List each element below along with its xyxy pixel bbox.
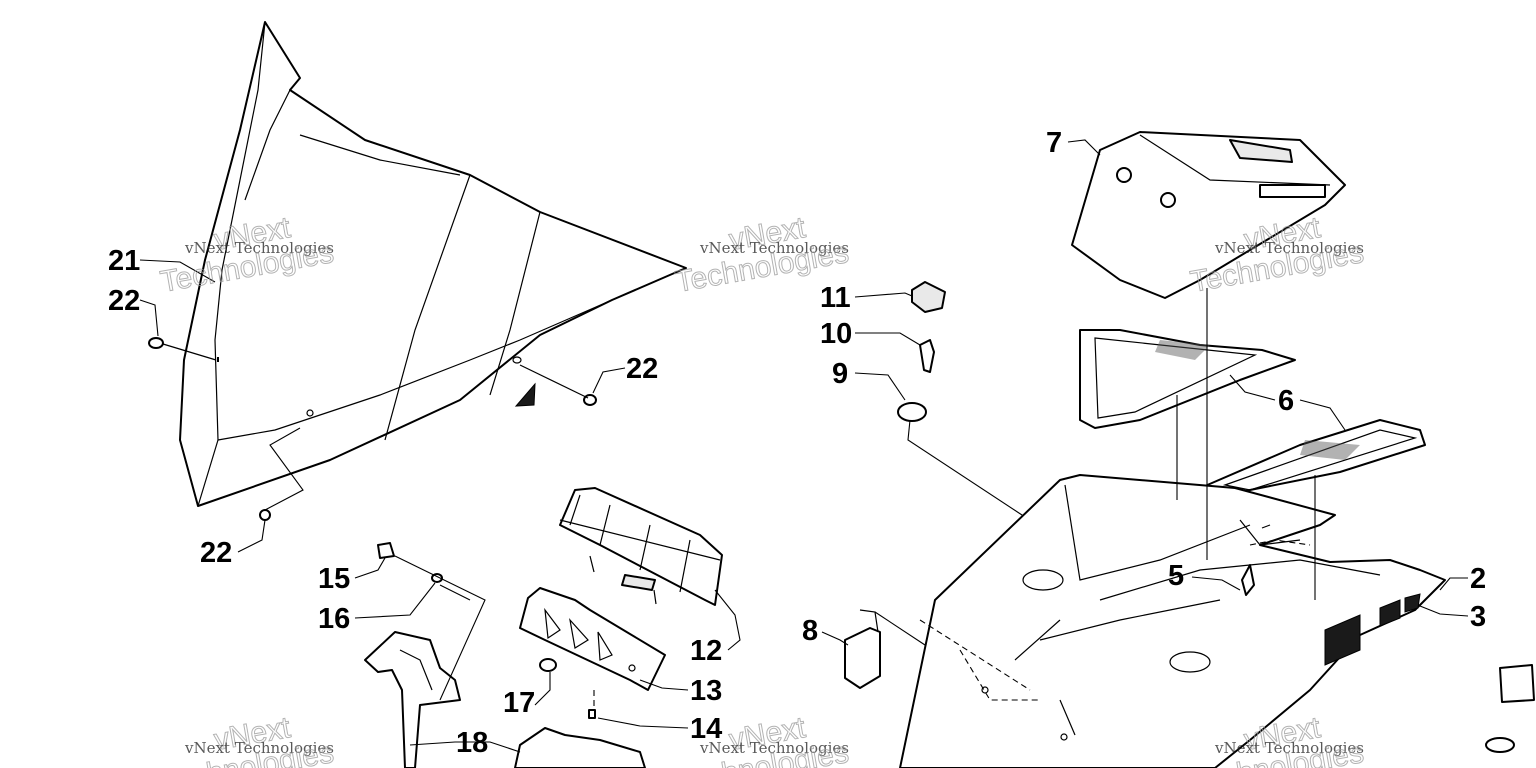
callout-5: 5: [1168, 560, 1184, 592]
callout-22-bottom: 22: [200, 537, 232, 569]
mounting-bracket: [364, 631, 646, 768]
callout-10: 10: [820, 318, 852, 350]
callout-22-right: 22: [626, 353, 658, 385]
svg-text:vNext Technologies: vNext Technologies: [699, 739, 849, 757]
assembly-leaders: [1176, 288, 1316, 600]
small-fasteners: [377, 542, 596, 719]
svg-text:vNext Technologies: vNext Technologies: [184, 739, 334, 757]
svg-text:vNext Technologies: vNext Technologies: [1214, 739, 1364, 757]
storage-lid: [1071, 131, 1346, 299]
callout-15: 15: [318, 563, 350, 595]
windshield-screws: [148, 337, 597, 521]
callout-9: 9: [832, 358, 848, 390]
callout-2: 2: [1470, 563, 1486, 595]
speedometer-gauge: [559, 487, 723, 606]
svg-text:vNext Technologies: vNext Technologies: [699, 239, 849, 257]
windshield: [179, 21, 687, 507]
callout-18: 18: [456, 727, 488, 759]
ignition-key-parts: [844, 281, 1061, 689]
callout-12: 12: [690, 635, 722, 667]
callout-13: 13: [690, 675, 722, 707]
callout-7: 7: [1046, 127, 1062, 159]
callout-3: 3: [1470, 601, 1486, 633]
callout-17: 17: [503, 687, 535, 719]
callouts: 21 22 22 22 15 16 17 18 12 13 14 11 10 9…: [108, 127, 1486, 759]
callout-16: 16: [318, 603, 350, 635]
svg-text:vNext Technologies: vNext Technologies: [184, 239, 334, 257]
svg-text:vNext Technologies: vNext Technologies: [1214, 239, 1364, 257]
callout-22-left: 22: [108, 285, 140, 317]
hood-dash: [899, 474, 1535, 768]
callout-8: 8: [802, 615, 818, 647]
lens-panels: [1079, 329, 1426, 496]
callout-6: 6: [1278, 385, 1294, 417]
gauge-bracket: [519, 587, 666, 691]
callout-21: 21: [108, 245, 140, 277]
callout-11: 11: [820, 282, 851, 314]
arrow-marker-icon: [514, 382, 536, 407]
callout-14: 14: [690, 713, 722, 745]
